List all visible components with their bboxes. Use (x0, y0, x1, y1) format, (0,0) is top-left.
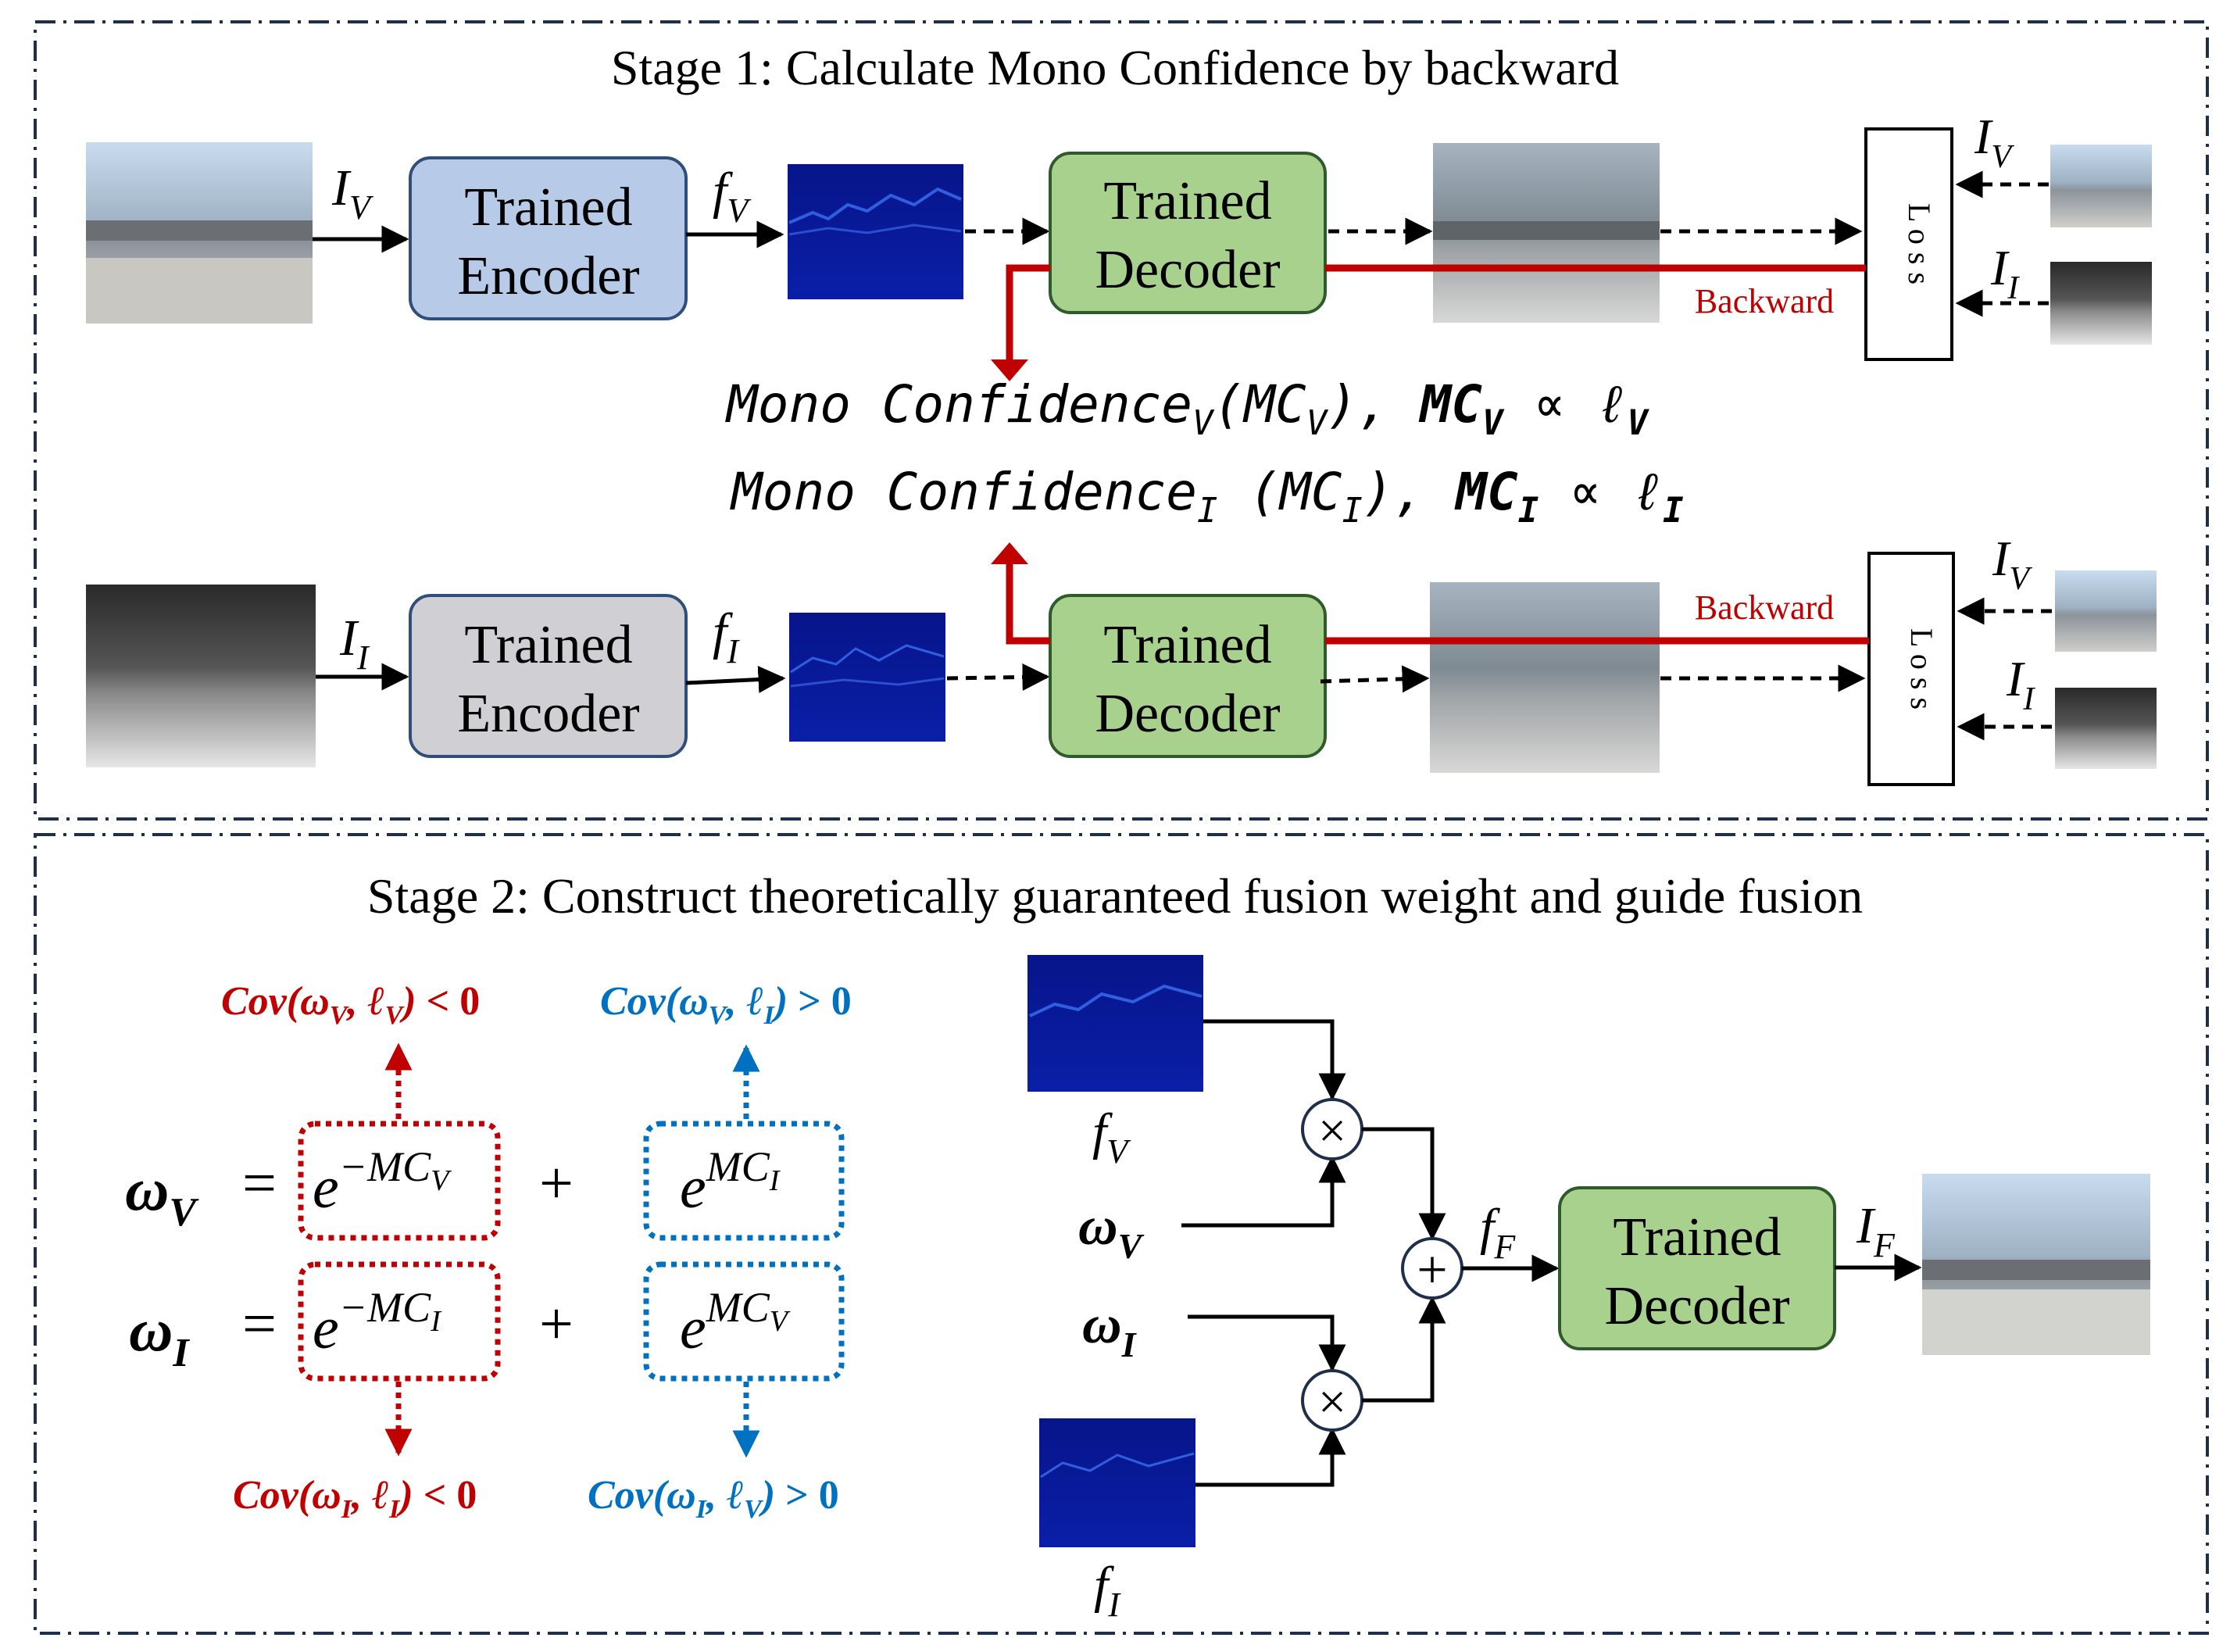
line-wi-to-mult (1188, 1314, 1346, 1372)
feature-map-i (789, 613, 945, 742)
eq-i-term1-box (298, 1261, 501, 1382)
fusion-fv-label: fV (1092, 1103, 1131, 1171)
gt-infrared-image-top (2050, 262, 2152, 345)
gt-infrared-image-bottom (2055, 688, 2157, 769)
encoder-i-box (409, 594, 688, 758)
eq-i-term1: e−MCI (313, 1284, 442, 1361)
arrow-encoder-i (685, 666, 786, 694)
arrow-feat-to-decoder-i (946, 663, 1050, 691)
arrow-decoder-i-out (1320, 665, 1430, 693)
gt-v-label-bottom: IV (1992, 531, 2032, 597)
feature-map-v (788, 164, 963, 299)
backward-path-i (1006, 556, 1869, 645)
loss-box-i (1867, 552, 1955, 786)
backward-arrowhead-v (991, 359, 1028, 381)
reconstructed-i-image (1430, 582, 1660, 773)
encoder-v-label-2: Encoder (457, 246, 639, 306)
eq-v-term1: e−MCV (313, 1143, 452, 1221)
multiply-i-symbol: × (1318, 1374, 1346, 1429)
fusion-fi-label: fI (1094, 1557, 1121, 1624)
fusion-wi-label: ωI (1082, 1295, 1138, 1364)
eq-i-equals: = (242, 1289, 277, 1357)
eq-i-term2-box (643, 1261, 845, 1382)
reconstructed-v-image (1433, 143, 1660, 323)
line-mult-v-to-add (1362, 1127, 1446, 1241)
eq-i-plus: + (539, 1289, 574, 1357)
gt-visible-image-bottom (2055, 570, 2157, 652)
line-wv-to-mult (1181, 1155, 1346, 1228)
eq-v-term1-box (298, 1121, 501, 1241)
encoder-v-box (409, 156, 688, 320)
input-v-label: IV (331, 159, 374, 227)
eq-v-lhs: ωV (125, 1155, 199, 1235)
loss-v-label: L o s s (1902, 203, 1937, 284)
gt-visible-image-top (2050, 145, 2152, 227)
gt-i-label-top: II (1990, 240, 2020, 306)
backward-path-v (1006, 264, 1866, 369)
cov-bottom-blue: Cov(ωI, ℓV) > 0 (588, 1473, 839, 1524)
decoder-i-label-2: Decoder (1095, 684, 1280, 744)
decoder-v-box (1049, 152, 1327, 314)
backward-arrowhead-i (991, 542, 1028, 564)
line-mult-i-to-add (1362, 1296, 1446, 1403)
fused-output-image (1922, 1174, 2150, 1355)
decoder-v-label-2: Decoder (1095, 240, 1280, 300)
stage2-title: Stage 2: Construct theoretically guarant… (367, 868, 1863, 924)
loss-box-v (1864, 127, 1953, 361)
cov-top-blue: Cov(ωV, ℓI) > 0 (600, 979, 852, 1030)
eq-v-equals: = (242, 1149, 277, 1217)
feat-v-label: fV (713, 163, 752, 230)
backward-i-label: Backward (1695, 588, 1834, 627)
gt-i-label-bottom: II (2006, 651, 2035, 717)
encoder-v-label-1: Trained (464, 177, 632, 238)
feat-i-label: fI (713, 603, 740, 670)
mono-confidence-v: Mono ConfidenceV(MCV), MCV ∝ ℓV (725, 374, 1649, 443)
fusion-decoder-label-2: Decoder (1604, 1276, 1789, 1336)
mono-confidence-i: Mono ConfidenceI (MCI), MCI ∝ ℓI (730, 462, 1684, 531)
cov-bottom-red: Cov(ωI, ℓI) < 0 (233, 1473, 477, 1524)
decoder-i-label-1: Trained (1103, 615, 1271, 675)
cov-top-red: Cov(ωV, ℓV) < 0 (221, 979, 480, 1030)
line-fv-to-mult (1203, 1019, 1346, 1101)
eq-v-term2: eMCI (680, 1143, 781, 1221)
infrared-input-image (86, 585, 316, 767)
fusion-decoder-label-1: Trained (1613, 1207, 1781, 1268)
multiply-v-symbol: × (1318, 1103, 1346, 1158)
fusion-ff-label: fF (1480, 1199, 1516, 1266)
fusion-wv-label: ωV (1078, 1196, 1145, 1266)
decoder-v-label-1: Trained (1103, 171, 1271, 231)
fusion-if-label: IF (1856, 1197, 1896, 1264)
stage2-frame (34, 833, 2209, 1635)
eq-i-lhs: ωI (129, 1296, 190, 1375)
stage1-frame (34, 20, 2209, 821)
visible-input-image (86, 142, 313, 324)
backward-v-label: Backward (1695, 282, 1834, 320)
decoder-i-box (1049, 594, 1327, 758)
stage1-title: Stage 1: Calculate Mono Confidence by ba… (611, 40, 1619, 95)
fusion-feature-map-v (1027, 955, 1203, 1092)
encoder-i-label-2: Encoder (457, 684, 639, 744)
eq-i-term2: eMCV (680, 1284, 791, 1361)
fusion-feature-map-i (1039, 1418, 1195, 1547)
eq-v-term2-box (643, 1121, 845, 1241)
loss-i-label: L o s s (1904, 628, 1939, 710)
line-fi-to-mult (1195, 1427, 1346, 1487)
eq-v-plus: + (539, 1149, 574, 1217)
gt-v-label-top: IV (1974, 109, 2014, 175)
add-symbol: + (1417, 1240, 1447, 1300)
input-i-label: II (339, 610, 370, 677)
encoder-i-label-1: Trained (464, 615, 632, 675)
